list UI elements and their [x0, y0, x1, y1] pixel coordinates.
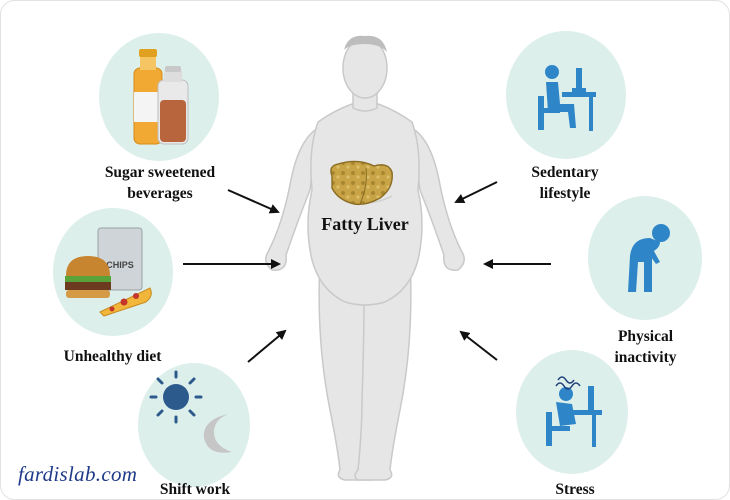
sugar-label-line1: Sugar sweetened	[104, 164, 216, 181]
sugar-label: Sugar sweetened beverages	[90, 162, 230, 204]
sun-moon-icon	[149, 370, 232, 453]
desk-worker-icon	[538, 65, 596, 131]
arrow-sedentary	[454, 181, 498, 203]
sugar-label-line2: beverages	[127, 185, 193, 202]
arrow-shift	[247, 329, 287, 363]
diet-label: Unhealthy diet	[50, 346, 175, 367]
slouched-person-icon	[628, 224, 670, 292]
hair	[344, 35, 387, 52]
physical-label-line2: inactivity	[614, 349, 677, 366]
site-watermark: fardislab.com	[18, 462, 138, 486]
arrow-stress	[459, 330, 498, 361]
fatty-liver-label: Fatty Liver	[321, 214, 409, 234]
stressed-worker-icon	[546, 376, 602, 447]
arrow-sugar	[227, 189, 280, 214]
liver-icon	[330, 160, 393, 206]
junk-food-icon: CHIPS	[65, 227, 152, 317]
physical-label-line1: Physical	[617, 328, 674, 345]
sedentary-label-line1: Sedentary	[531, 164, 599, 181]
chips-text: CHIPS	[106, 260, 134, 270]
arrows	[183, 181, 551, 363]
stress-label: Stress	[535, 479, 615, 500]
beverage-bottles-icon	[133, 49, 189, 145]
physical-label: Physical inactivity	[598, 326, 693, 368]
shift-circle	[138, 363, 250, 487]
sedentary-label: Sedentary lifestyle	[515, 162, 615, 204]
stress-label-line1: Stress	[555, 481, 595, 498]
sedentary-label-line2: lifestyle	[539, 185, 591, 202]
shift-label-line1: Shift work	[159, 481, 231, 498]
shift-label: Shift work	[145, 479, 245, 500]
diet-label-line1: Unhealthy diet	[63, 348, 162, 365]
